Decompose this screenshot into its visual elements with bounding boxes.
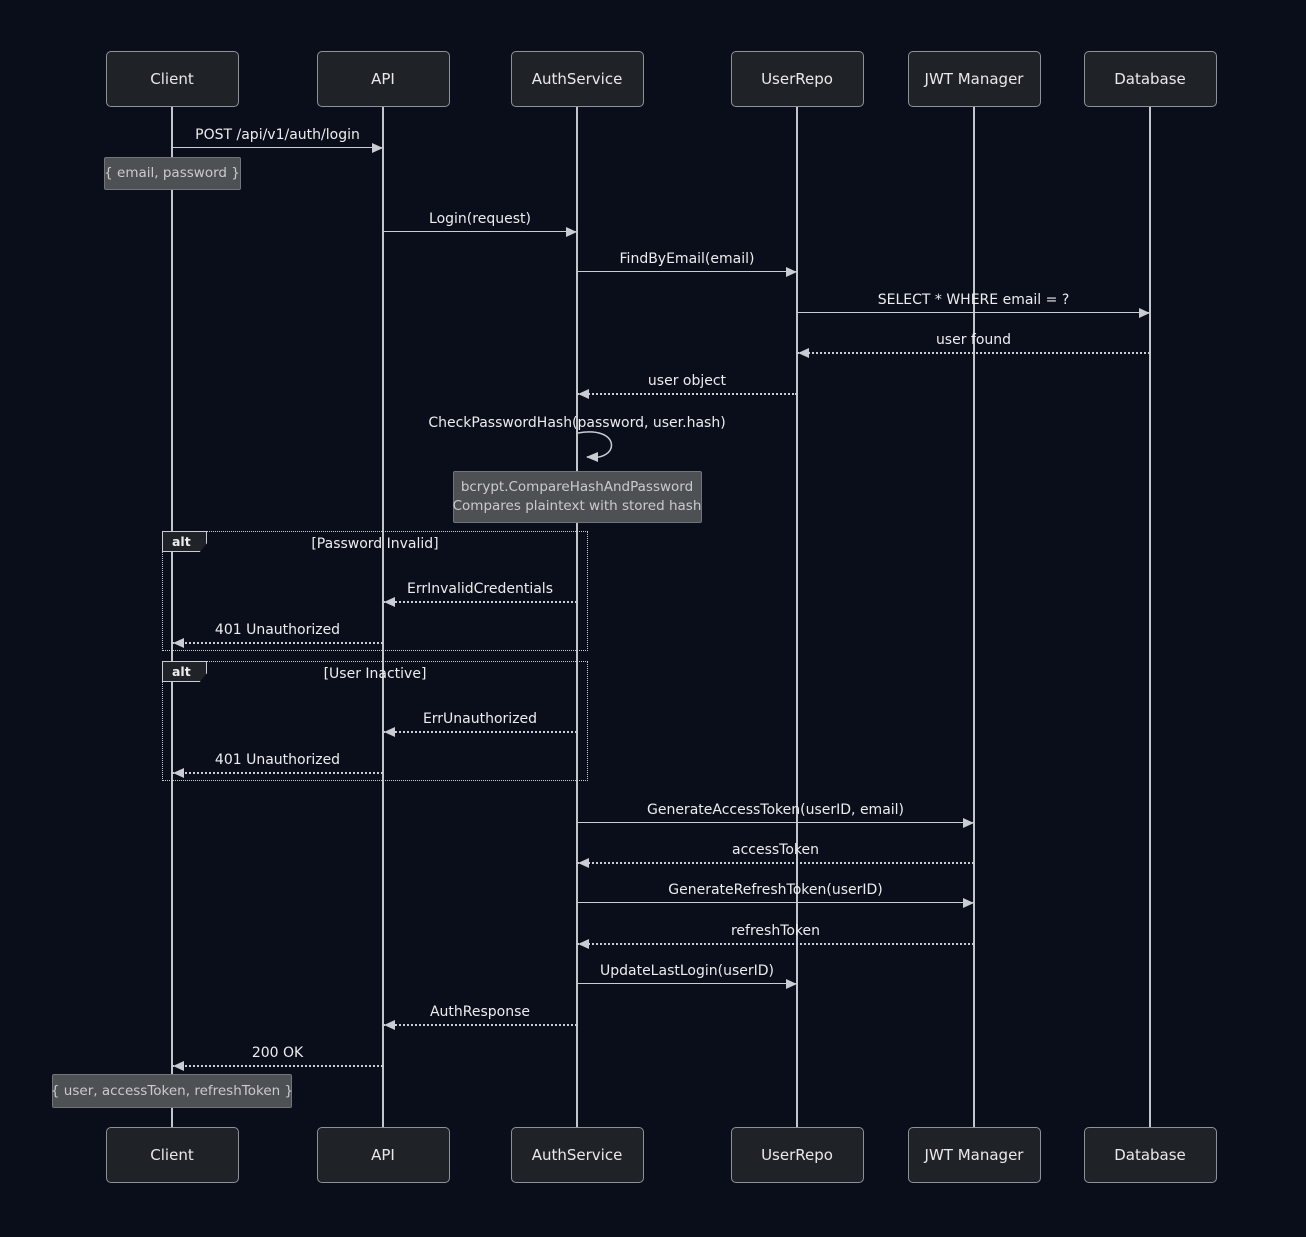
alt-frame <box>162 531 588 651</box>
message-label: user object <box>647 373 727 389</box>
message-label: 200 OK <box>251 1045 304 1061</box>
note-text-line: { email, password } <box>104 165 240 181</box>
actor-label: Client <box>150 70 194 88</box>
message-line <box>383 231 577 232</box>
arrowhead-icon <box>798 347 809 358</box>
alt-frame-condition: [User Inactive] <box>323 666 427 682</box>
arrowhead-icon <box>963 817 974 828</box>
message-line <box>577 822 974 823</box>
message-label: GenerateRefreshToken(userID) <box>668 882 883 898</box>
message-label: accessToken <box>731 842 819 858</box>
actor-label: UserRepo <box>761 70 833 88</box>
actor-label: Database <box>1114 70 1186 88</box>
actor-db-top: Database <box>1083 51 1217 107</box>
actor-jwt-top: JWT Manager <box>907 51 1041 107</box>
actor-label: UserRepo <box>761 1146 833 1164</box>
actor-label: JWT Manager <box>924 1146 1024 1164</box>
message-label: user found <box>935 332 1012 348</box>
message-line <box>383 731 577 733</box>
note: { email, password } <box>103 157 241 190</box>
arrowhead-icon <box>963 897 974 908</box>
message-label: GenerateAccessToken(userID, email) <box>646 802 905 818</box>
note: { user, accessToken, refreshToken } <box>50 1074 294 1108</box>
message-line <box>797 312 1150 313</box>
lifeline-jwt <box>973 107 975 1127</box>
lifeline-userrepo <box>796 107 798 1127</box>
self-message-label: CheckPasswordHash(password, user.hash) <box>428 415 726 431</box>
arrowhead-icon <box>786 978 797 989</box>
note-text-line: bcrypt.CompareHashAndPassword <box>460 479 694 495</box>
actor-userrepo-top: UserRepo <box>730 51 864 107</box>
alt-frame-condition: [Password Invalid] <box>311 536 439 552</box>
actor-auth-bottom: AuthService <box>510 1127 644 1183</box>
message-line <box>577 862 974 864</box>
message-label: SELECT * WHERE email = ? <box>877 292 1070 308</box>
message-label: ErrInvalidCredentials <box>407 581 553 597</box>
actor-api-top: API <box>316 51 450 107</box>
actor-client-top: Client <box>105 51 239 107</box>
actor-label: AuthService <box>531 70 623 88</box>
actor-userrepo-bottom: UserRepo <box>730 1127 864 1183</box>
message-line <box>577 943 974 945</box>
note-text-line: { user, accessToken, refreshToken } <box>50 1082 294 1099</box>
arrowhead-icon <box>578 388 589 399</box>
message-label: Login(request) <box>429 211 531 227</box>
actor-label: API <box>371 1146 395 1164</box>
message-line <box>577 271 797 272</box>
alt-frame-label: alt <box>162 531 207 552</box>
message-line <box>577 902 974 903</box>
lifeline-db <box>1149 107 1151 1127</box>
lifeline-auth <box>576 107 578 1127</box>
message-label: AuthResponse <box>429 1004 531 1020</box>
message-line <box>172 772 383 774</box>
message-label: 401 Unauthorized <box>214 752 341 768</box>
message-label: refreshToken <box>730 923 821 939</box>
message-label: ErrUnauthorized <box>422 711 538 727</box>
arrowhead-icon <box>566 226 577 237</box>
arrowhead-icon <box>578 938 589 949</box>
actor-label: AuthService <box>531 1146 623 1164</box>
actor-auth-top: AuthService <box>510 51 644 107</box>
message-label: FindByEmail(email) <box>619 251 755 267</box>
actor-db-bottom: Database <box>1083 1127 1217 1183</box>
actor-label: JWT Manager <box>924 70 1024 88</box>
message-line <box>577 983 797 984</box>
arrowhead-icon <box>173 637 184 648</box>
message-line <box>172 642 383 644</box>
actor-label: Database <box>1114 1146 1186 1164</box>
message-label: POST /api/v1/auth/login <box>195 127 360 143</box>
message-label: 401 Unauthorized <box>214 622 341 638</box>
lifeline-api <box>382 107 384 1127</box>
arrowhead-icon <box>372 142 383 153</box>
actor-client-bottom: Client <box>105 1127 239 1183</box>
arrowhead-icon <box>384 1019 395 1030</box>
alt-frame <box>162 661 588 781</box>
arrowhead-icon <box>173 1060 184 1071</box>
arrowhead-icon <box>786 266 797 277</box>
arrowhead-icon <box>173 767 184 778</box>
self-loop-arrow-icon <box>577 430 631 466</box>
note-text-line: Compares plaintext with stored hash <box>452 498 702 514</box>
message-line <box>172 147 383 148</box>
message-line <box>383 1024 577 1026</box>
actor-jwt-bottom: JWT Manager <box>907 1127 1041 1183</box>
message-line <box>577 393 797 395</box>
arrowhead-icon <box>384 596 395 607</box>
actor-api-bottom: API <box>316 1127 450 1183</box>
message-line <box>172 1065 383 1067</box>
arrowhead-icon <box>384 726 395 737</box>
actor-label: Client <box>150 1146 194 1164</box>
arrowhead-icon <box>1139 307 1150 318</box>
arrowhead-icon <box>578 857 589 868</box>
alt-frame-label: alt <box>162 661 207 682</box>
lifeline-client <box>171 107 173 1127</box>
actor-label: API <box>371 70 395 88</box>
message-label: UpdateLastLogin(userID) <box>599 963 774 979</box>
message-line <box>383 601 577 603</box>
message-line <box>797 352 1150 354</box>
